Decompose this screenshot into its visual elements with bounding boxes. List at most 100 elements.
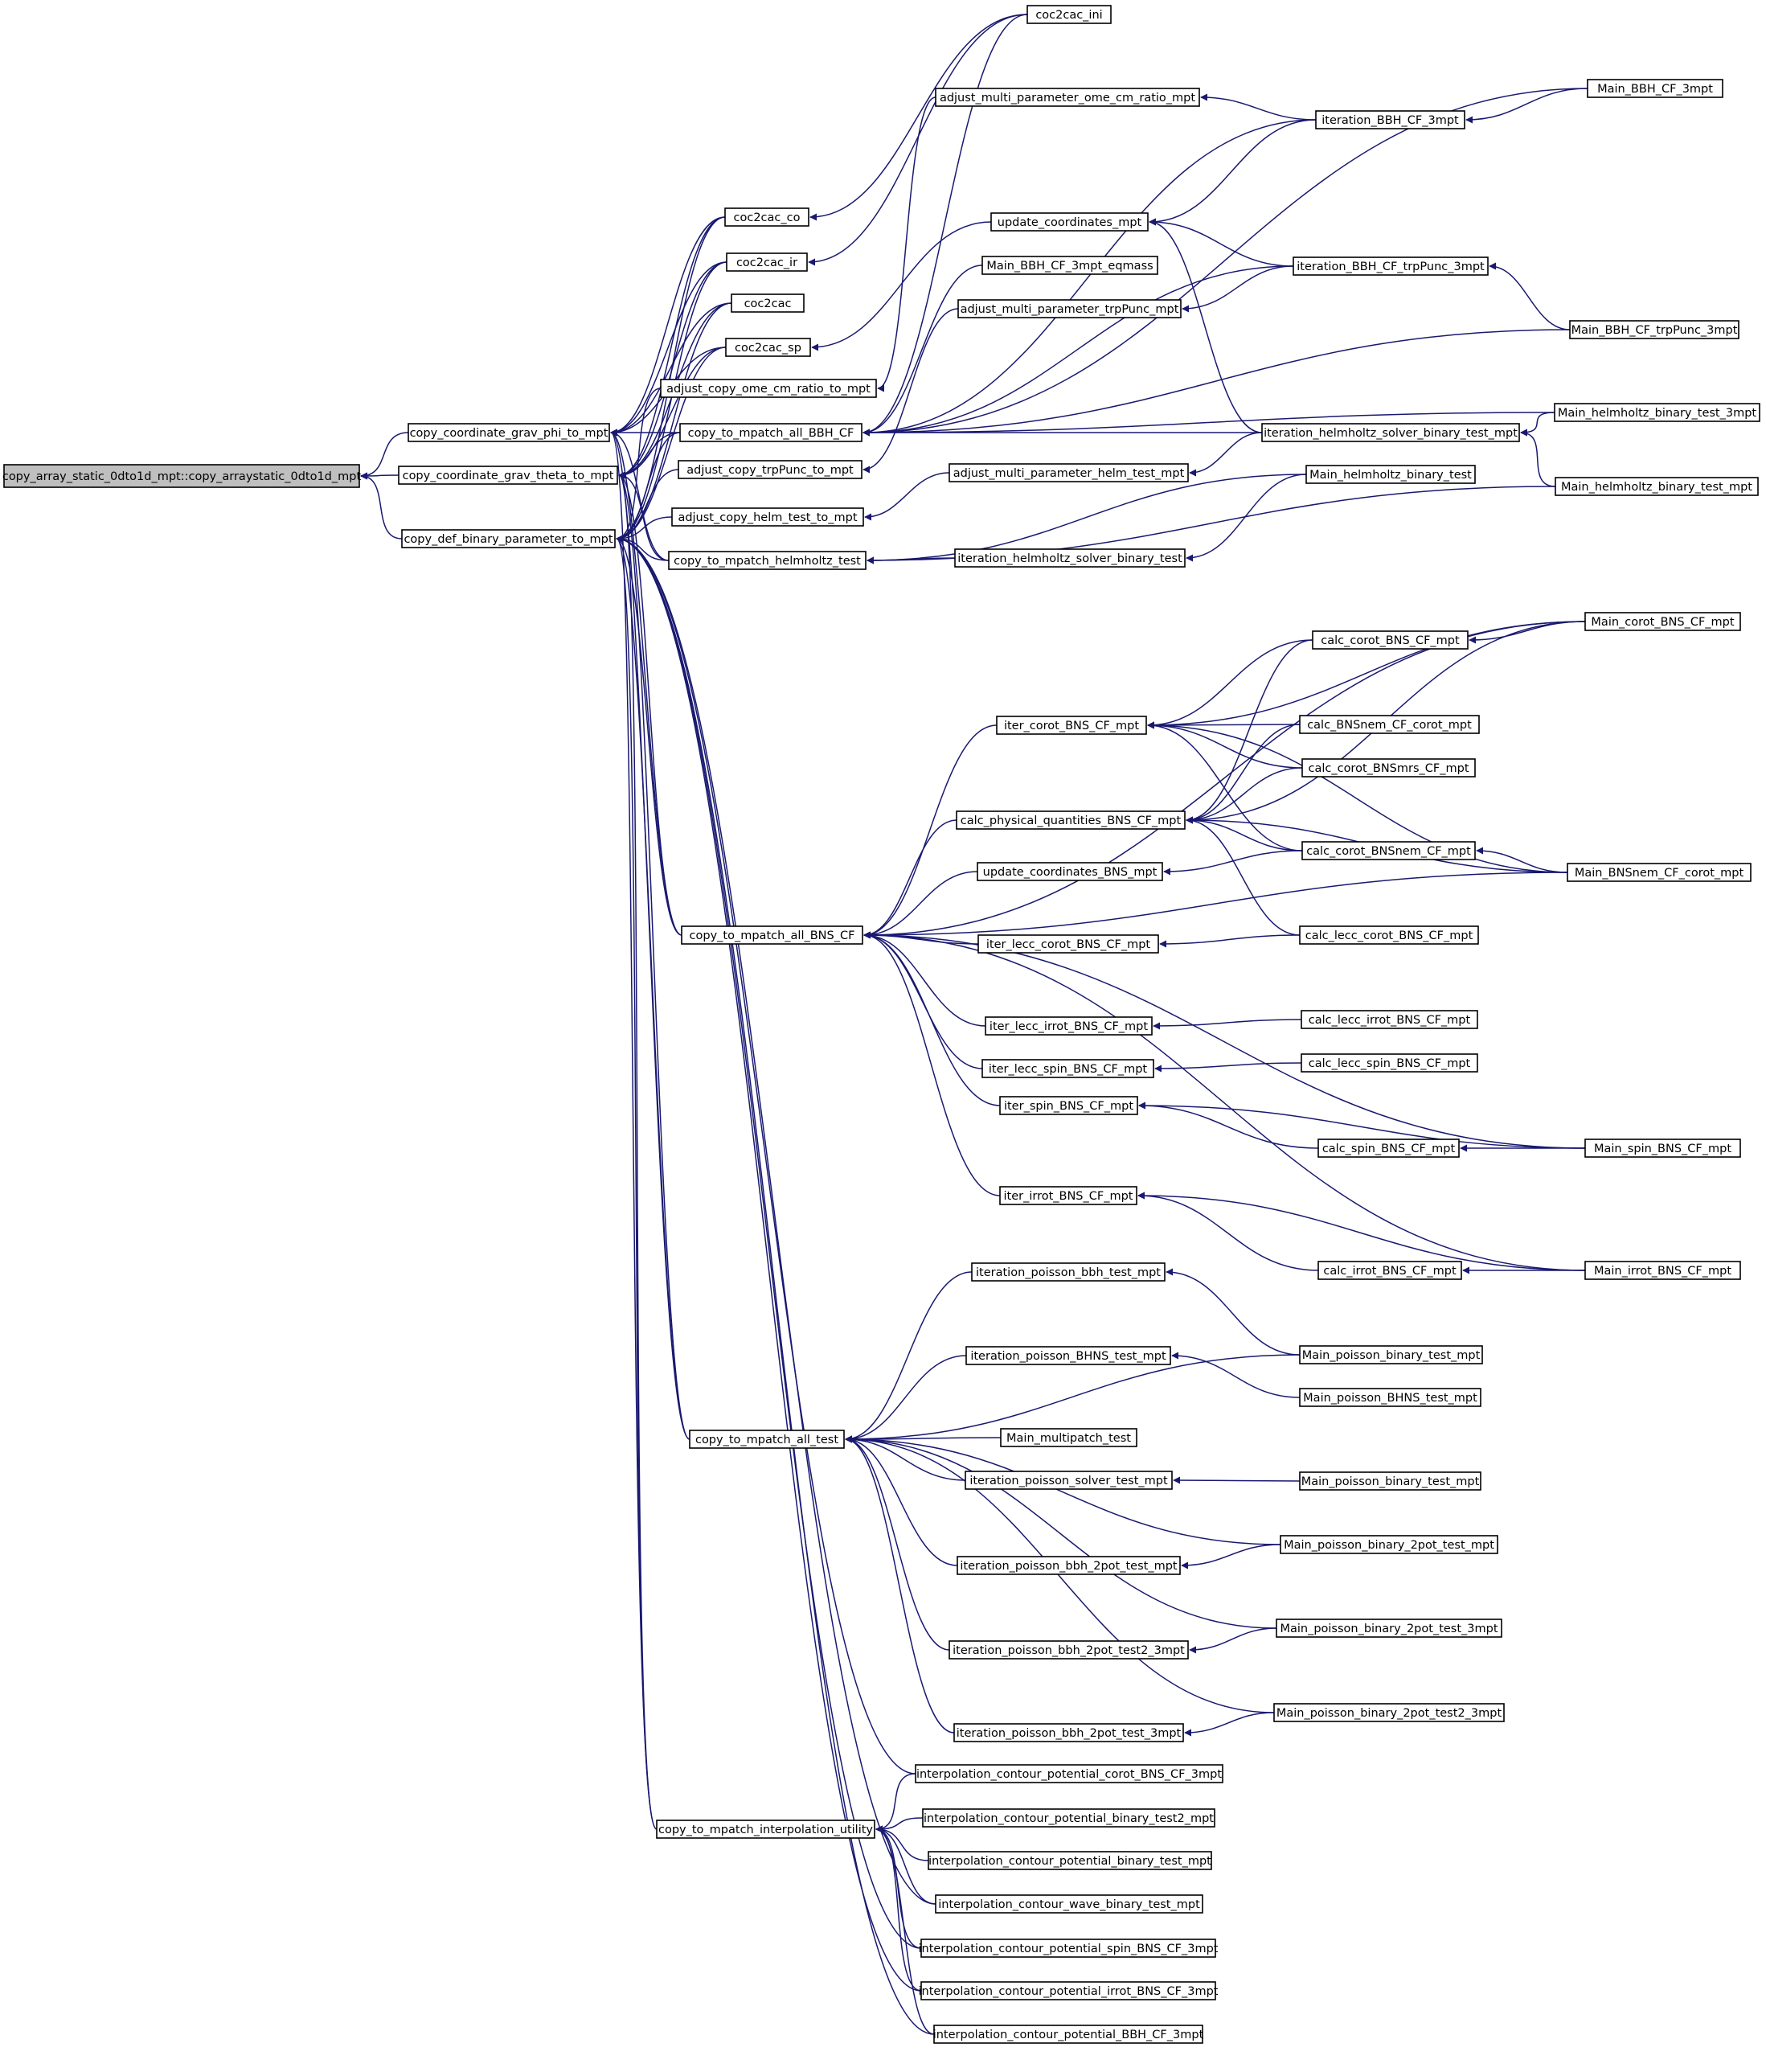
graph-node-theta[interactable]: copy_coordinate_grav_theta_to_mpt <box>398 466 618 485</box>
node-label: coc2cac_co <box>734 211 801 224</box>
call-edge-n_root-n_theta <box>360 472 400 480</box>
graph-node-adjtrp[interactable]: adjust_copy_trpPunc_to_mpt <box>678 460 863 479</box>
node-box <box>957 299 1182 318</box>
graph-node-amtrp[interactable]: adjust_multi_parameter_trpPunc_mpt <box>957 299 1182 318</box>
graph-node-mhelmb[interactable]: Main_helmholtz_binary_test <box>1305 465 1476 484</box>
graph-node-mnemcorot[interactable]: Main_BNSnem_CF_corot_mpt <box>1567 863 1752 882</box>
graph-node-sp[interactable]: coc2cac_sp <box>725 338 811 357</box>
call-edge-n_bnscf-n_calcphys <box>863 819 957 939</box>
graph-node-ip2pot2_3[interactable]: iteration_poisson_bbh_2pot_test2_3mpt <box>949 1640 1189 1660</box>
node-label: interpolation_contour_potential_BBH_CF_3… <box>933 2029 1204 2041</box>
node-label: Main_helmholtz_binary_test_3mpt <box>1558 407 1757 420</box>
graph-node-calcmrs[interactable]: calc_corot_BNSmrs_CF_mpt <box>1301 758 1476 778</box>
graph-node-helmtest[interactable]: copy_to_mpatch_helmholtz_test <box>668 551 867 570</box>
graph-node-root[interactable]: copy_array_static_0dto1d_mpt::copy_array… <box>2 464 362 488</box>
graph-node-mcorot[interactable]: Main_corot_BNS_CF_mpt <box>1584 612 1741 631</box>
graph-node-icpbbh[interactable]: interpolation_contour_potential_BBH_CF_3… <box>933 2025 1204 2044</box>
graph-node-itbbh3[interactable]: iteration_BBH_CF_3mpt <box>1315 110 1465 129</box>
graph-node-calcphys[interactable]: calc_physical_quantities_BNS_CF_mpt <box>956 810 1186 830</box>
graph-node-def[interactable]: copy_def_binary_parameter_to_mpt <box>401 529 616 548</box>
graph-node-ir[interactable]: coc2cac_ir <box>726 252 808 272</box>
graph-node-mmulti[interactable]: Main_multipatch_test <box>1000 1428 1137 1447</box>
graph-node-mpbin1[interactable]: Main_poisson_binary_test_mpt <box>1299 1345 1483 1364</box>
graph-node-calccorot[interactable]: calc_corot_BNS_CF_mpt <box>1312 630 1469 650</box>
call-edge-n_ihelm3-n_mhelmmpt <box>1520 429 1556 487</box>
graph-node-icpbin2[interactable]: interpolation_contour_potential_binary_t… <box>922 1808 1215 1828</box>
graph-node-calclecccorot[interactable]: calc_lecc_corot_BNS_CF_mpt <box>1299 925 1479 945</box>
graph-node-icpbin[interactable]: interpolation_contour_potential_binary_t… <box>928 1851 1212 1870</box>
node-label: copy_coordinate_grav_phi_to_mpt <box>410 427 608 440</box>
graph-node-adjhelm[interactable]: adjust_copy_helm_test_to_mpt <box>671 507 864 527</box>
graph-node-upd[interactable]: update_coordinates_mpt <box>990 212 1149 232</box>
graph-node-amhelm[interactable]: adjust_multi_parameter_helm_test_mpt <box>949 463 1189 482</box>
node-box <box>996 716 1147 735</box>
graph-node-itleccirrot[interactable]: iter_lecc_irrot_BNS_CF_mpt <box>985 1016 1153 1036</box>
node-box <box>981 1059 1154 1078</box>
call-edge-n_theta-n_bbhcf <box>618 432 681 479</box>
graph-node-bnscf[interactable]: copy_to_mpatch_all_BNS_CF <box>681 925 863 945</box>
call-edge-n_itspin-n_mspin <box>1138 1102 1586 1149</box>
graph-node-ip2pot[interactable]: iteration_poisson_bbh_2pot_test_mpt <box>957 1556 1181 1575</box>
node-box <box>1299 1471 1481 1491</box>
call-edge-n_itercorot-n_mcorot <box>1147 621 1586 729</box>
node-box <box>1584 612 1741 631</box>
graph-node-mbbh3[interactable]: Main_BBH_CF_3mpt <box>1587 79 1723 98</box>
call-edge-n_def-n_icpbbh <box>616 535 935 2035</box>
node-label: calc_lecc_corot_BNS_CF_mpt <box>1305 929 1473 942</box>
node-box <box>1273 1703 1505 1722</box>
graph-node-bbhcf[interactable]: copy_to_mpatch_all_BBH_CF <box>679 423 863 442</box>
graph-node-co[interactable]: coc2cac_co <box>724 207 809 227</box>
graph-node-icpspin[interactable]: interpolation_contour_potential_spin_BNS… <box>919 1939 1219 1958</box>
graph-node-calcirrot[interactable]: calc_irrot_BNS_CF_mpt <box>1317 1261 1462 1280</box>
call-edge-n_upd-n_itbbh3 <box>1149 119 1317 226</box>
graph-node-ipbbh[interactable]: iteration_poisson_bbh_test_mpt <box>971 1262 1166 1282</box>
graph-node-itercorot[interactable]: iter_corot_BNS_CF_mpt <box>996 716 1147 735</box>
graph-node-updbns[interactable]: update_coordinates_BNS_mpt <box>977 862 1163 881</box>
graph-node-itspin[interactable]: iter_spin_BNS_CF_mpt <box>999 1096 1138 1115</box>
graph-node-mhelmmpt[interactable]: Main_helmholtz_binary_test_mpt <box>1555 477 1759 496</box>
graph-node-alltest[interactable]: copy_to_mpatch_all_test <box>689 1430 845 1449</box>
graph-node-mpbin2[interactable]: Main_poisson_binary_test_mpt <box>1299 1471 1481 1491</box>
graph-node-icwave[interactable]: interpolation_contour_wave_binary_test_m… <box>935 1894 1203 1914</box>
graph-node-icpcorot[interactable]: interpolation_contour_potential_corot_BN… <box>915 1764 1223 1783</box>
node-label: iteration_helmholtz_solver_binary_test <box>957 552 1182 565</box>
graph-node-itirrot[interactable]: iter_irrot_BNS_CF_mpt <box>999 1186 1137 1205</box>
graph-node-c2c[interactable]: coc2cac <box>731 293 805 313</box>
call-edge-n_phi-n_ir <box>610 261 727 437</box>
node-box <box>1261 423 1520 442</box>
graph-node-mp2pot3[interactable]: Main_poisson_binary_2pot_test_3mpt <box>1276 1619 1502 1638</box>
graph-node-itlecccorot[interactable]: iter_lecc_corot_BNS_CF_mpt <box>977 934 1159 954</box>
graph-node-ihelm[interactable]: iteration_helmholtz_solver_binary_test <box>954 548 1186 568</box>
graph-node-mp2pot2_3[interactable]: Main_poisson_binary_2pot_test2_3mpt <box>1273 1703 1505 1722</box>
graph-node-icpirrot[interactable]: interpolation_contour_potential_irrot_BN… <box>919 1981 1219 2000</box>
graph-node-calcleccirrot[interactable]: calc_lecc_irrot_BNS_CF_mpt <box>1301 1010 1478 1029</box>
graph-node-mp2pot[interactable]: Main_poisson_binary_2pot_test_mpt <box>1280 1535 1498 1554</box>
graph-node-calcnem[interactable]: calc_corot_BNSnem_CF_mpt <box>1301 841 1476 860</box>
graph-node-calcnemcorot[interactable]: calc_BNSnem_CF_corot_mpt <box>1299 715 1480 734</box>
graph-node-itleccspin[interactable]: iter_lecc_spin_BNS_CF_mpt <box>981 1059 1154 1078</box>
graph-node-interp[interactable]: copy_to_mpatch_interpolation_utility <box>656 1820 875 1839</box>
graph-node-mtrp[interactable]: Main_BBH_CF_trpPunc_3mpt <box>1569 320 1739 339</box>
node-label: copy_to_mpatch_all_BBH_CF <box>688 427 854 440</box>
graph-node-phi[interactable]: copy_coordinate_grav_phi_to_mpt <box>408 423 610 442</box>
graph-node-calcleccspin[interactable]: calc_lecc_spin_BNS_CF_mpt <box>1301 1053 1478 1073</box>
call-edge-n_phi-n_c2c <box>610 302 732 437</box>
graph-node-adjome[interactable]: adjust_copy_ome_cm_ratio_to_mpt <box>660 379 877 398</box>
graph-node-calcspin[interactable]: calc_spin_BNS_CF_mpt <box>1317 1139 1460 1158</box>
graph-node-ini[interactable]: coc2cac_ini <box>1026 5 1112 24</box>
graph-node-ihelm3[interactable]: iteration_helmholtz_solver_binary_test_m… <box>1261 423 1520 442</box>
graph-node-ipsolver[interactable]: iteration_poisson_solver_test_mpt <box>965 1471 1173 1490</box>
graph-node-mpbhns[interactable]: Main_poisson_BHNS_test_mpt <box>1299 1388 1481 1407</box>
graph-node-mirrot[interactable]: Main_irrot_BNS_CF_mpt <box>1584 1261 1741 1280</box>
graph-node-mhelm3[interactable]: Main_helmholtz_binary_test_3mpt <box>1554 403 1760 422</box>
graph-node-amome[interactable]: adjust_multi_parameter_ome_cm_ratio_mpt <box>935 88 1200 107</box>
node-box <box>1301 1053 1478 1073</box>
node-box <box>678 460 863 479</box>
graph-node-mspin[interactable]: Main_spin_BNS_CF_mpt <box>1584 1139 1741 1158</box>
graph-node-ipbhns[interactable]: iteration_poisson_BHNS_test_mpt <box>965 1346 1171 1365</box>
call-edge-n_alltest-n_mpbin1 <box>845 1354 1301 1443</box>
graph-node-ittrp[interactable]: iteration_BBH_CF_trpPunc_3mpt <box>1293 256 1489 276</box>
graph-node-ip2pot3[interactable]: iteration_poisson_bbh_2pot_test_3mpt <box>953 1723 1184 1742</box>
call-edge-n_bnscf-n_itleccirrot <box>863 931 986 1027</box>
graph-node-eqmass[interactable]: Main_BBH_CF_3mpt_eqmass <box>981 256 1158 275</box>
